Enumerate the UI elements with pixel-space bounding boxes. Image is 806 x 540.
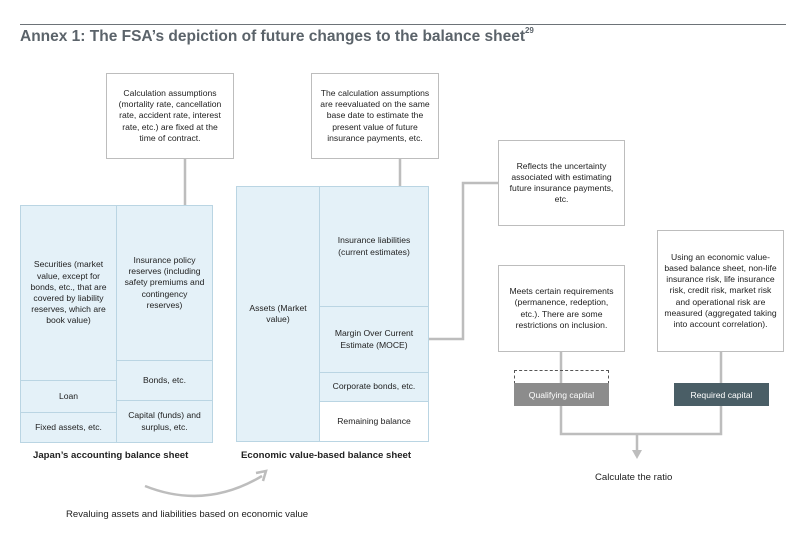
- japan-policy-reserves: Insurance policy reserves (including saf…: [116, 205, 213, 361]
- japan-bonds: Bonds, etc.: [116, 360, 213, 401]
- economic-sheet-caption: Economic value-based balance sheet: [241, 450, 412, 461]
- japan-loan: Loan: [20, 380, 117, 413]
- economic-assets: Assets (Market value): [236, 186, 320, 442]
- economic-balance-sheet: Assets (Market value) Insurance liabilit…: [236, 186, 429, 442]
- japan-capital-surplus: Capital (funds) and surplus, etc.: [116, 400, 213, 443]
- note-qualifying-requirements: Meets certain requirements (permanence, …: [498, 265, 625, 352]
- revaluing-arrow-curve: [144, 474, 263, 498]
- qualifying-capital-dashed-outline: [514, 370, 609, 384]
- note-assumptions-fixed: Calculation assumptions (mortality rate,…: [106, 73, 234, 159]
- calculate-ratio-label: Calculate the ratio: [595, 472, 673, 483]
- qualifying-capital-box: Qualifying capital: [514, 383, 609, 406]
- ratio-arrowhead: [632, 450, 642, 459]
- japan-balance-sheet: Securities (market value, except for bon…: [20, 205, 213, 443]
- revaluing-arrowhead: [255, 469, 268, 482]
- economic-corporate-bonds: Corporate bonds, etc.: [319, 372, 429, 402]
- connector-capitals: [559, 406, 723, 436]
- note-required-measurement: Using an economic value-based balance sh…: [657, 230, 784, 352]
- required-capital-box: Required capital: [674, 383, 769, 406]
- note-uncertainty: Reflects the uncertainty associated with…: [498, 140, 625, 226]
- note-assumptions-reevaluated: The calculation assumptions are reevalua…: [311, 73, 439, 159]
- connector-moce-uncertainty: [428, 181, 498, 341]
- revaluing-label: Revaluing assets and liabilities based o…: [66, 509, 309, 520]
- economic-remaining-balance: Remaining balance: [319, 401, 429, 442]
- economic-insurance-liabilities: Insurance liabilities (current estimates…: [319, 186, 429, 307]
- top-rule: [20, 24, 786, 25]
- economic-moce: Margin Over Current Estimate (MOCE): [319, 306, 429, 373]
- page-title: Annex 1: The FSA’s depiction of future c…: [20, 26, 534, 45]
- footnote-marker: 29: [524, 26, 534, 35]
- japan-securities: Securities (market value, except for bon…: [20, 205, 117, 381]
- japan-fixed-assets: Fixed assets, etc.: [20, 412, 117, 443]
- japan-sheet-caption: Japan’s accounting balance sheet: [33, 450, 189, 461]
